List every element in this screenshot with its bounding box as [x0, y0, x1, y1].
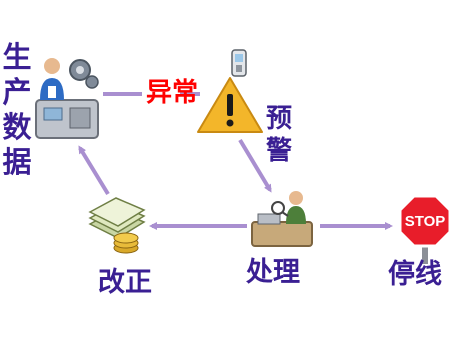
handling-label: 处理 — [246, 257, 300, 288]
anomaly-label: 异常 — [146, 78, 199, 108]
production-data-char: 据 — [2, 145, 32, 179]
worker-machine-icon — [35, 58, 99, 139]
warning-char: 警 — [265, 136, 292, 166]
production-data-label: 生 产 数 据 — [0, 40, 34, 180]
shutdown-label: 停线 — [388, 259, 442, 290]
warning-triangle-phone-icon — [197, 49, 263, 133]
production-data-char: 产 — [2, 75, 32, 109]
warning-char: 预 — [265, 104, 292, 134]
documents-coins-icon — [88, 197, 146, 254]
warning-label: 预 警 — [262, 103, 296, 167]
production-data-char: 生 — [2, 40, 32, 74]
arrow-warning-to-handling — [238, 138, 272, 193]
stop-sign-text: STOP — [405, 213, 446, 230]
stop-sign-icon: STOP — [398, 194, 452, 264]
arrow-correction-to-data — [78, 145, 110, 196]
production-data-char: 数 — [2, 110, 32, 144]
worker-inspecting-icon — [251, 191, 313, 247]
correction-label: 改正 — [98, 267, 152, 298]
